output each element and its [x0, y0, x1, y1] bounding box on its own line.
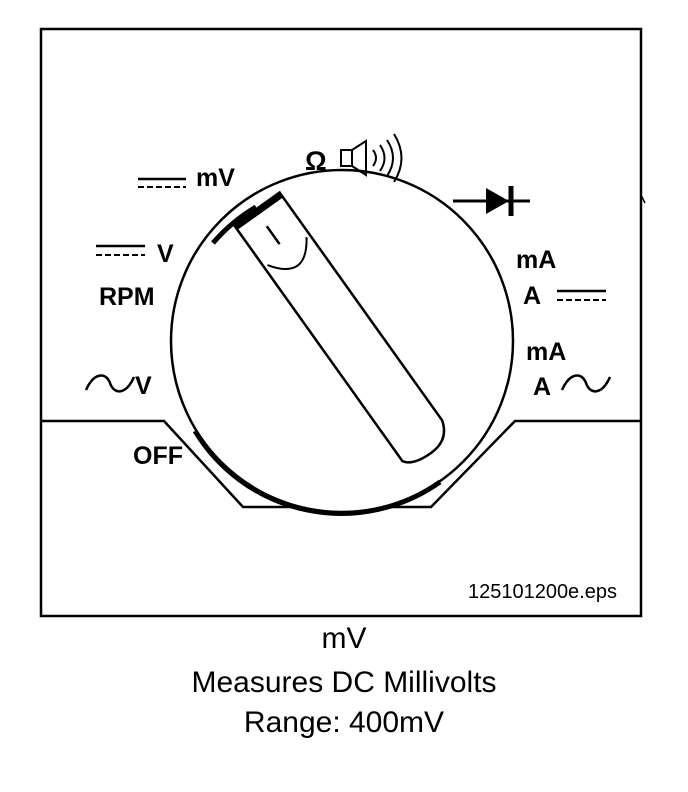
ma-ac-label: mA	[526, 338, 566, 366]
frame-edge-mark	[640, 194, 646, 204]
caption-range: Range: 400mV	[243, 706, 445, 739]
figure-filename: 125101200e.eps	[468, 581, 617, 603]
caption-mode: mV	[321, 622, 367, 655]
position-a-dc: mA A	[516, 246, 606, 310]
pointer-indicator-arc	[267, 237, 308, 270]
position-v-ac: V	[84, 372, 152, 400]
pointer-body	[232, 190, 446, 464]
sound-waves-icon	[372, 133, 403, 183]
dial-pointer[interactable]	[232, 190, 454, 469]
rotary-dial[interactable]	[169, 168, 515, 516]
caption-description: Measures DC Millivolts	[191, 666, 497, 699]
ohm-label: Ω	[305, 146, 327, 176]
position-ohms-continuity: Ω	[305, 133, 403, 183]
off-label: OFF	[133, 442, 183, 470]
figure-frame	[39, 27, 643, 618]
dial-rim-highlight-bottom	[192, 429, 442, 516]
a-ac-label: A	[533, 373, 551, 401]
ac-wave-icon	[84, 374, 136, 393]
dial-rim-highlight-top	[211, 204, 258, 245]
a-dc-label: A	[523, 282, 541, 310]
position-mv-dc: mV	[138, 164, 235, 192]
position-diode	[453, 186, 530, 216]
position-a-ac: mA A	[526, 338, 612, 401]
position-v-dc: V RPM	[96, 240, 174, 311]
rpm-label: RPM	[99, 283, 155, 311]
v-dc-label: V	[157, 240, 174, 268]
pointer-indicator-mark	[265, 225, 281, 245]
diode-icon	[486, 188, 509, 214]
ma-dc-label: mA	[516, 246, 556, 274]
speaker-icon	[340, 139, 367, 177]
pointer-end-cap	[234, 192, 284, 230]
v-ac-label: V	[135, 372, 152, 400]
ac-wave-icon	[560, 374, 612, 393]
mv-dc-label: mV	[196, 164, 235, 192]
